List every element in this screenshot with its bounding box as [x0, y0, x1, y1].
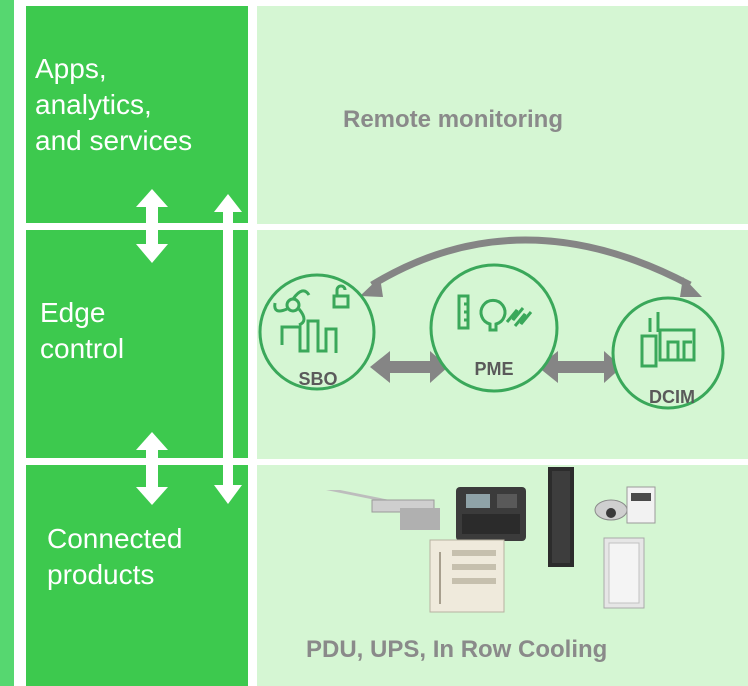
node-pme: PME — [429, 263, 559, 393]
controller-illustration — [456, 487, 526, 541]
products-caption: PDU, UPS, In Row Cooling — [306, 636, 608, 663]
layer-apps-label: Apps, analytics, and services — [35, 53, 193, 156]
node-dcim: DCIM — [611, 296, 725, 410]
node-sbo: SBO — [258, 273, 376, 391]
fan-lock-building-icon — [273, 284, 350, 353]
datacenter-buildings-icon — [640, 312, 696, 368]
arrow-pme-dcim — [538, 351, 622, 383]
remote-monitoring-label: Remote monitoring — [343, 106, 563, 133]
arrow-apps-edge — [136, 189, 168, 263]
arrow-long-vertical — [214, 194, 242, 504]
ups-cabinet-illustration — [429, 539, 505, 613]
node-dcim-label: DCIM — [649, 387, 695, 407]
layer-edge-label: Edge control — [40, 297, 125, 364]
node-pme-label: PME — [474, 359, 513, 379]
layer-products-block — [26, 465, 248, 686]
layer-apps-block — [26, 6, 248, 223]
layer-edge-block — [26, 230, 248, 458]
arrow-edge-products — [136, 432, 168, 505]
rack-white-illustration — [603, 537, 645, 609]
rack-black-illustration — [548, 467, 574, 567]
busway-illustration — [326, 490, 440, 530]
arrow-sbo-pme — [370, 351, 448, 383]
arc-arrow-sbo-dcim — [360, 236, 702, 297]
meter-bulb-bolt-icon — [457, 294, 533, 332]
stripe-gap — [14, 0, 26, 686]
apps-panel — [257, 6, 748, 224]
left-accent-stripe — [0, 0, 14, 686]
node-sbo-label: SBO — [298, 369, 337, 389]
camera-illustration — [594, 499, 628, 521]
power-meter-illustration — [626, 486, 656, 524]
layer-products-label: Connected products — [47, 523, 183, 590]
